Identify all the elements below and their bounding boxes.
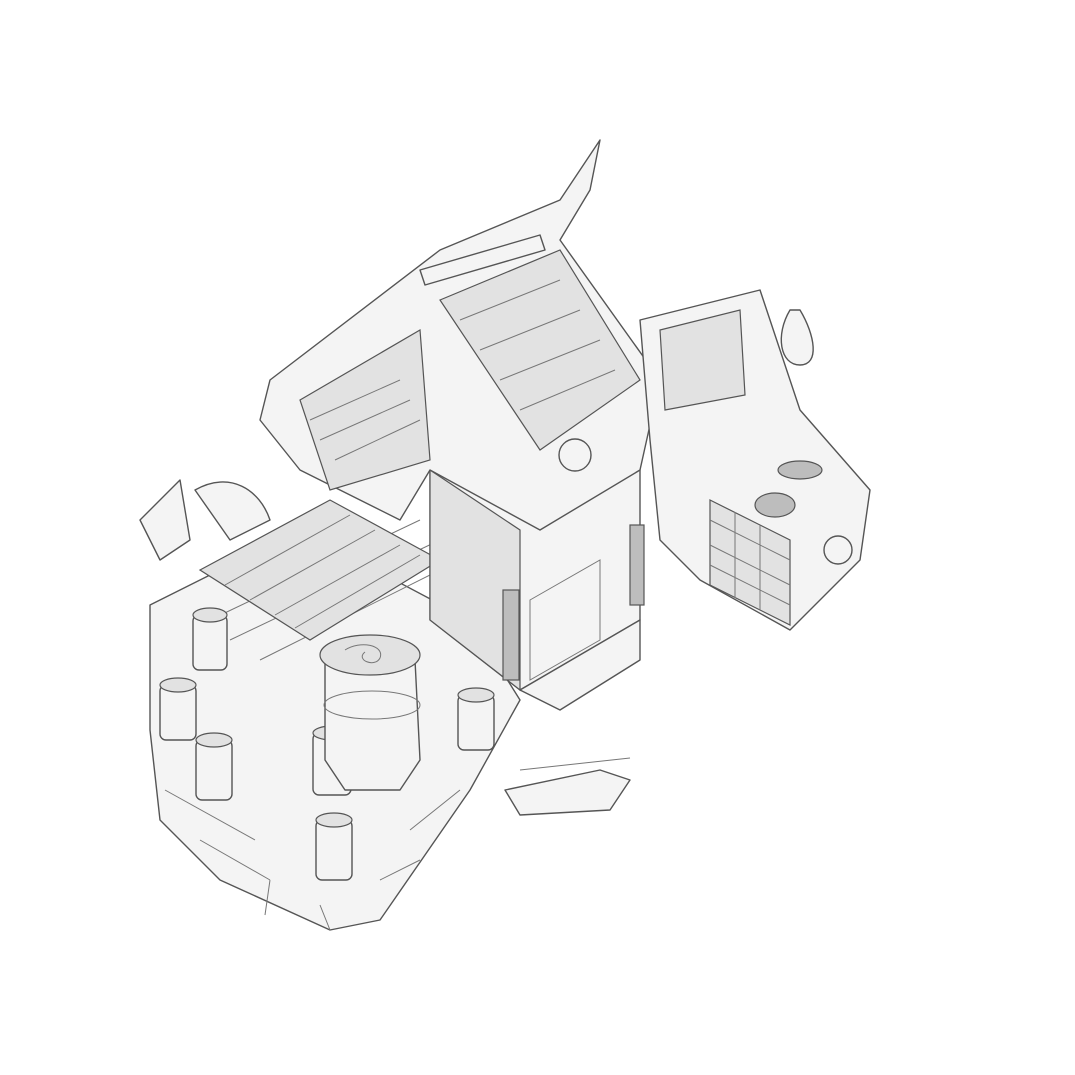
rope-lantern-post: [195, 732, 233, 801]
rope-lantern-post: [192, 607, 228, 671]
rope-lantern-post: [159, 677, 197, 741]
wing-ornament: [139, 479, 271, 561]
central-urn: [319, 634, 421, 791]
bell: [558, 438, 592, 472]
door-panel-right: [629, 524, 645, 606]
side-annex: [639, 289, 871, 631]
rope-lantern-post: [315, 812, 353, 881]
rope-lantern-post: [457, 687, 495, 751]
rope-posts: [159, 607, 495, 881]
drawer-cabinet: [709, 499, 791, 626]
door-panel-left: [502, 589, 520, 681]
rope-ridge: [419, 234, 546, 286]
hanging-pouch: [780, 309, 814, 366]
main-roof: [259, 139, 661, 531]
floor-bench: [504, 757, 631, 816]
